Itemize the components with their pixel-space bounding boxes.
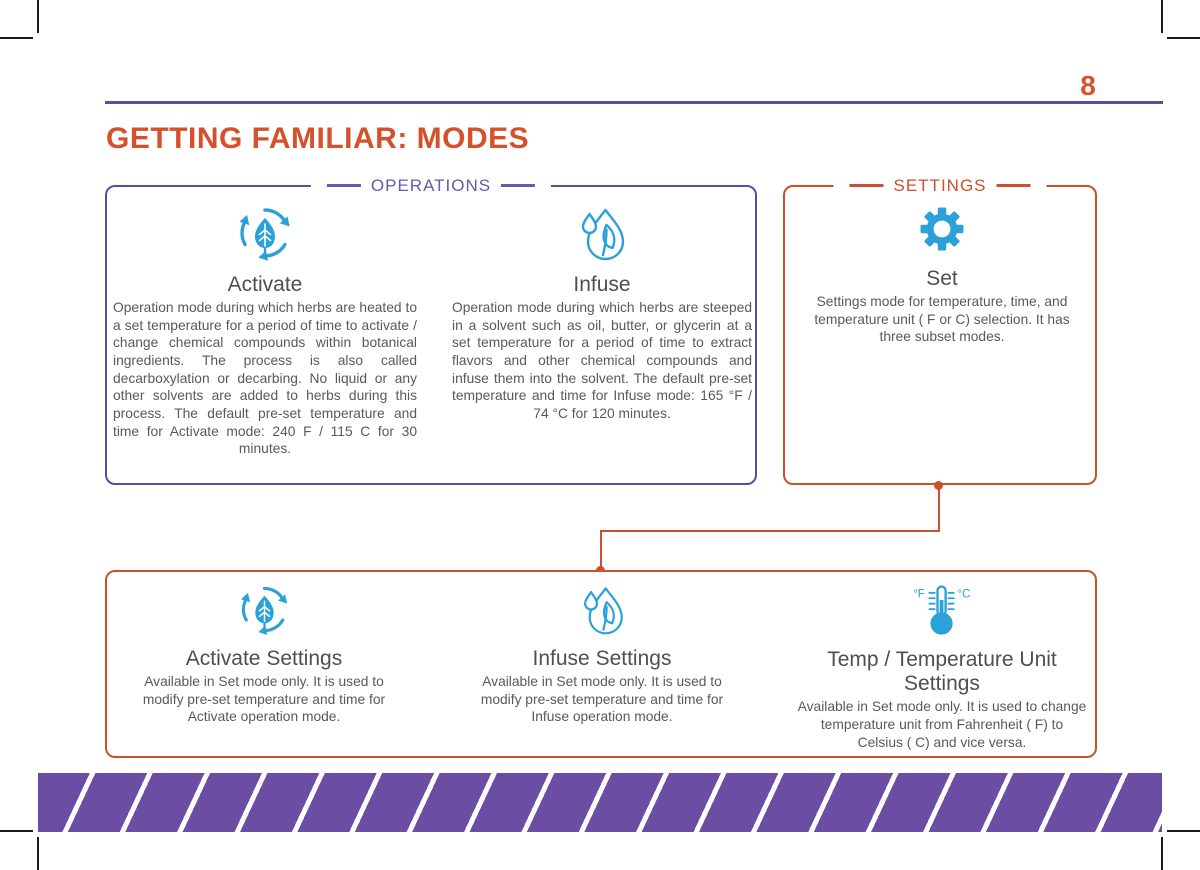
infuse-title: Infuse [573, 273, 631, 296]
set-title: Set [926, 267, 958, 290]
connector-line [600, 530, 940, 532]
striped-banner [38, 773, 1162, 832]
crop-mark [0, 37, 33, 39]
fahrenheit-label: °F [913, 587, 925, 600]
settings-box: SETTINGS [783, 174, 1097, 485]
crop-mark [1161, 837, 1163, 870]
infuse-settings-title: Infuse Settings [532, 647, 672, 670]
connector-line [600, 530, 602, 570]
crop-mark [0, 830, 33, 832]
crop-mark [1167, 830, 1200, 832]
subset-modes-box: Activate Settings Available in Set mode … [105, 570, 1097, 758]
activate-card: Activate Operation mode during which her… [113, 203, 417, 458]
infuse-icon [575, 582, 630, 642]
temp-unit-settings-card: °F °C Temp / Temperature Unit Settings A… [797, 582, 1087, 751]
activate-settings-card: Activate Settings Available in Set mode … [129, 582, 399, 726]
operations-box: OPERATIONS [105, 174, 757, 485]
infuse-settings-card: Infuse Settings Available in Set mode on… [467, 582, 737, 726]
settings-box-label: SETTINGS [833, 174, 1047, 198]
activate-icon [237, 582, 292, 642]
header-divider [105, 101, 1163, 104]
infuse-icon [572, 203, 632, 268]
celsius-label: °C [957, 587, 971, 600]
operations-box-label: OPERATIONS [310, 174, 552, 198]
activate-icon [235, 203, 295, 268]
page-number: 8 [1080, 70, 1096, 101]
temp-unit-icon: °F °C [908, 582, 976, 643]
crop-mark [1167, 37, 1200, 39]
connector-dot [934, 481, 943, 490]
set-card: Set Settings mode for temperature, time,… [801, 201, 1083, 346]
temp-unit-settings-title: Temp / Temperature Unit Settings [827, 648, 1057, 696]
crop-mark [37, 0, 39, 33]
infuse-settings-description: Available in Set mode only. It is used t… [480, 674, 724, 725]
temp-unit-settings-description: Available in Set mode only. It is used t… [797, 699, 1087, 750]
activate-settings-title: Activate Settings [185, 647, 343, 670]
activate-settings-description: Available in Set mode only. It is used t… [142, 674, 386, 725]
crop-mark [1161, 0, 1163, 33]
gear-icon [914, 201, 970, 262]
crop-mark [37, 837, 39, 870]
infuse-card: Infuse Operation mode during which herbs… [452, 203, 752, 423]
activate-description: Operation mode during which herbs are he… [113, 300, 417, 457]
page-title: GETTING FAMILIAR: MODES [106, 122, 530, 155]
infuse-description: Operation mode during which herbs are st… [452, 300, 752, 422]
connector-line [938, 487, 940, 532]
activate-title: Activate [227, 273, 303, 296]
set-description: Settings mode for temperature, time, and… [814, 294, 1070, 345]
